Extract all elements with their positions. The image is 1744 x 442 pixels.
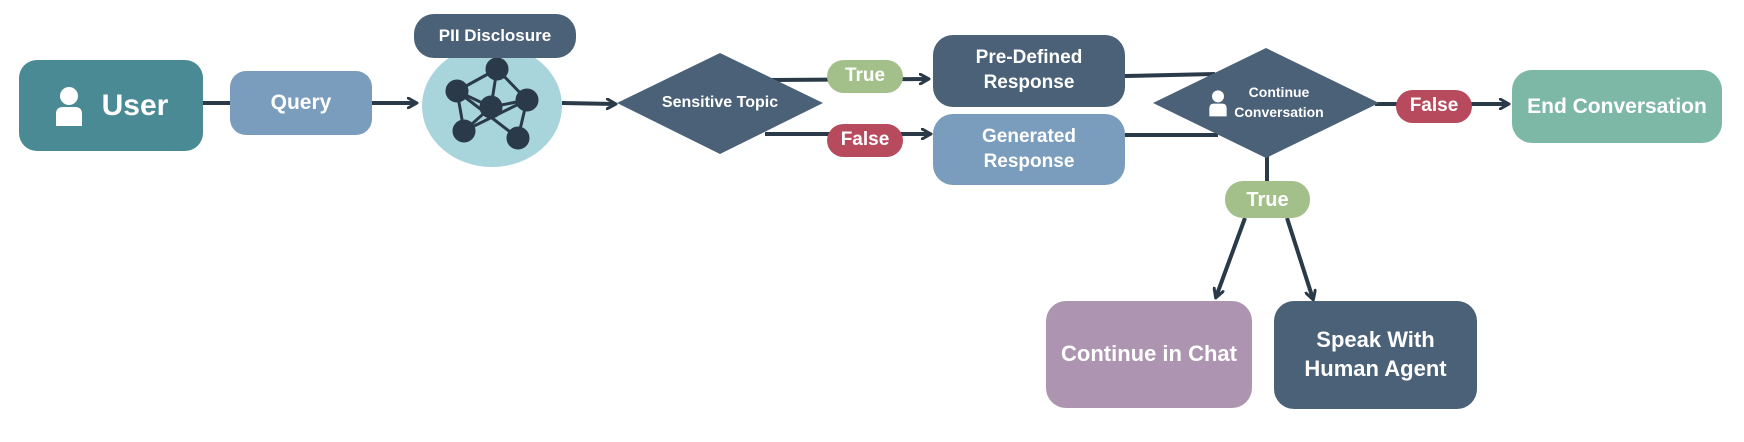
sensitive-topic-diamond bbox=[617, 53, 823, 154]
predefined-response-label: Pre-Defined Response bbox=[975, 47, 1083, 93]
continue-conversation-diamond bbox=[1153, 48, 1379, 158]
sensitive-topic-label: Sensitive Topic bbox=[661, 93, 779, 111]
true-badge-sensitive: True bbox=[827, 60, 903, 93]
end-conversation-node: End Conversation bbox=[1512, 70, 1722, 143]
network-graph-icon bbox=[445, 57, 539, 150]
pii-disclosure-label: PII Disclosure bbox=[438, 25, 552, 45]
false-badge-continue: False bbox=[1396, 90, 1472, 123]
edge-predefined-continue bbox=[1124, 72, 1216, 78]
generated-response-label: Generated Response bbox=[982, 125, 1076, 172]
person-icon bbox=[1209, 90, 1227, 117]
query-node: Query bbox=[230, 71, 372, 135]
false-label-continue: False bbox=[1409, 95, 1459, 117]
generated-response-node: Generated Response bbox=[933, 114, 1125, 185]
continue-in-chat-node: Continue in Chat bbox=[1046, 301, 1252, 408]
true-label-continue: True bbox=[1246, 188, 1289, 211]
pii-disclosure-node: PII Disclosure bbox=[414, 14, 576, 58]
true-badge-continue: True bbox=[1225, 181, 1310, 218]
person-icon bbox=[55, 86, 82, 126]
edge-true-chat bbox=[1216, 217, 1247, 297]
continue-conversation-node: Continue Conversation bbox=[1186, 80, 1346, 126]
continue-conversation-label: Continue Conversation bbox=[1234, 84, 1324, 120]
continue-in-chat-label: Continue in Chat bbox=[1061, 341, 1237, 367]
user-label: User bbox=[101, 89, 169, 122]
true-label-sensitive: True bbox=[844, 65, 886, 87]
predefined-response-node: Pre-Defined Response bbox=[933, 35, 1125, 107]
false-label-sensitive: False bbox=[840, 129, 890, 151]
false-badge-sensitive: False bbox=[827, 124, 903, 157]
sensitive-topic-node: Sensitive Topic bbox=[640, 88, 800, 118]
edge-true-agent bbox=[1285, 217, 1313, 299]
speak-with-human-agent-label: Speak With Human Agent bbox=[1304, 327, 1447, 381]
end-conversation-label: End Conversation bbox=[1527, 94, 1707, 118]
query-label: Query bbox=[270, 91, 332, 115]
speak-with-human-agent-node: Speak With Human Agent bbox=[1274, 301, 1477, 409]
edge-pii-sensitive bbox=[561, 103, 615, 104]
user-node: User bbox=[19, 60, 203, 151]
